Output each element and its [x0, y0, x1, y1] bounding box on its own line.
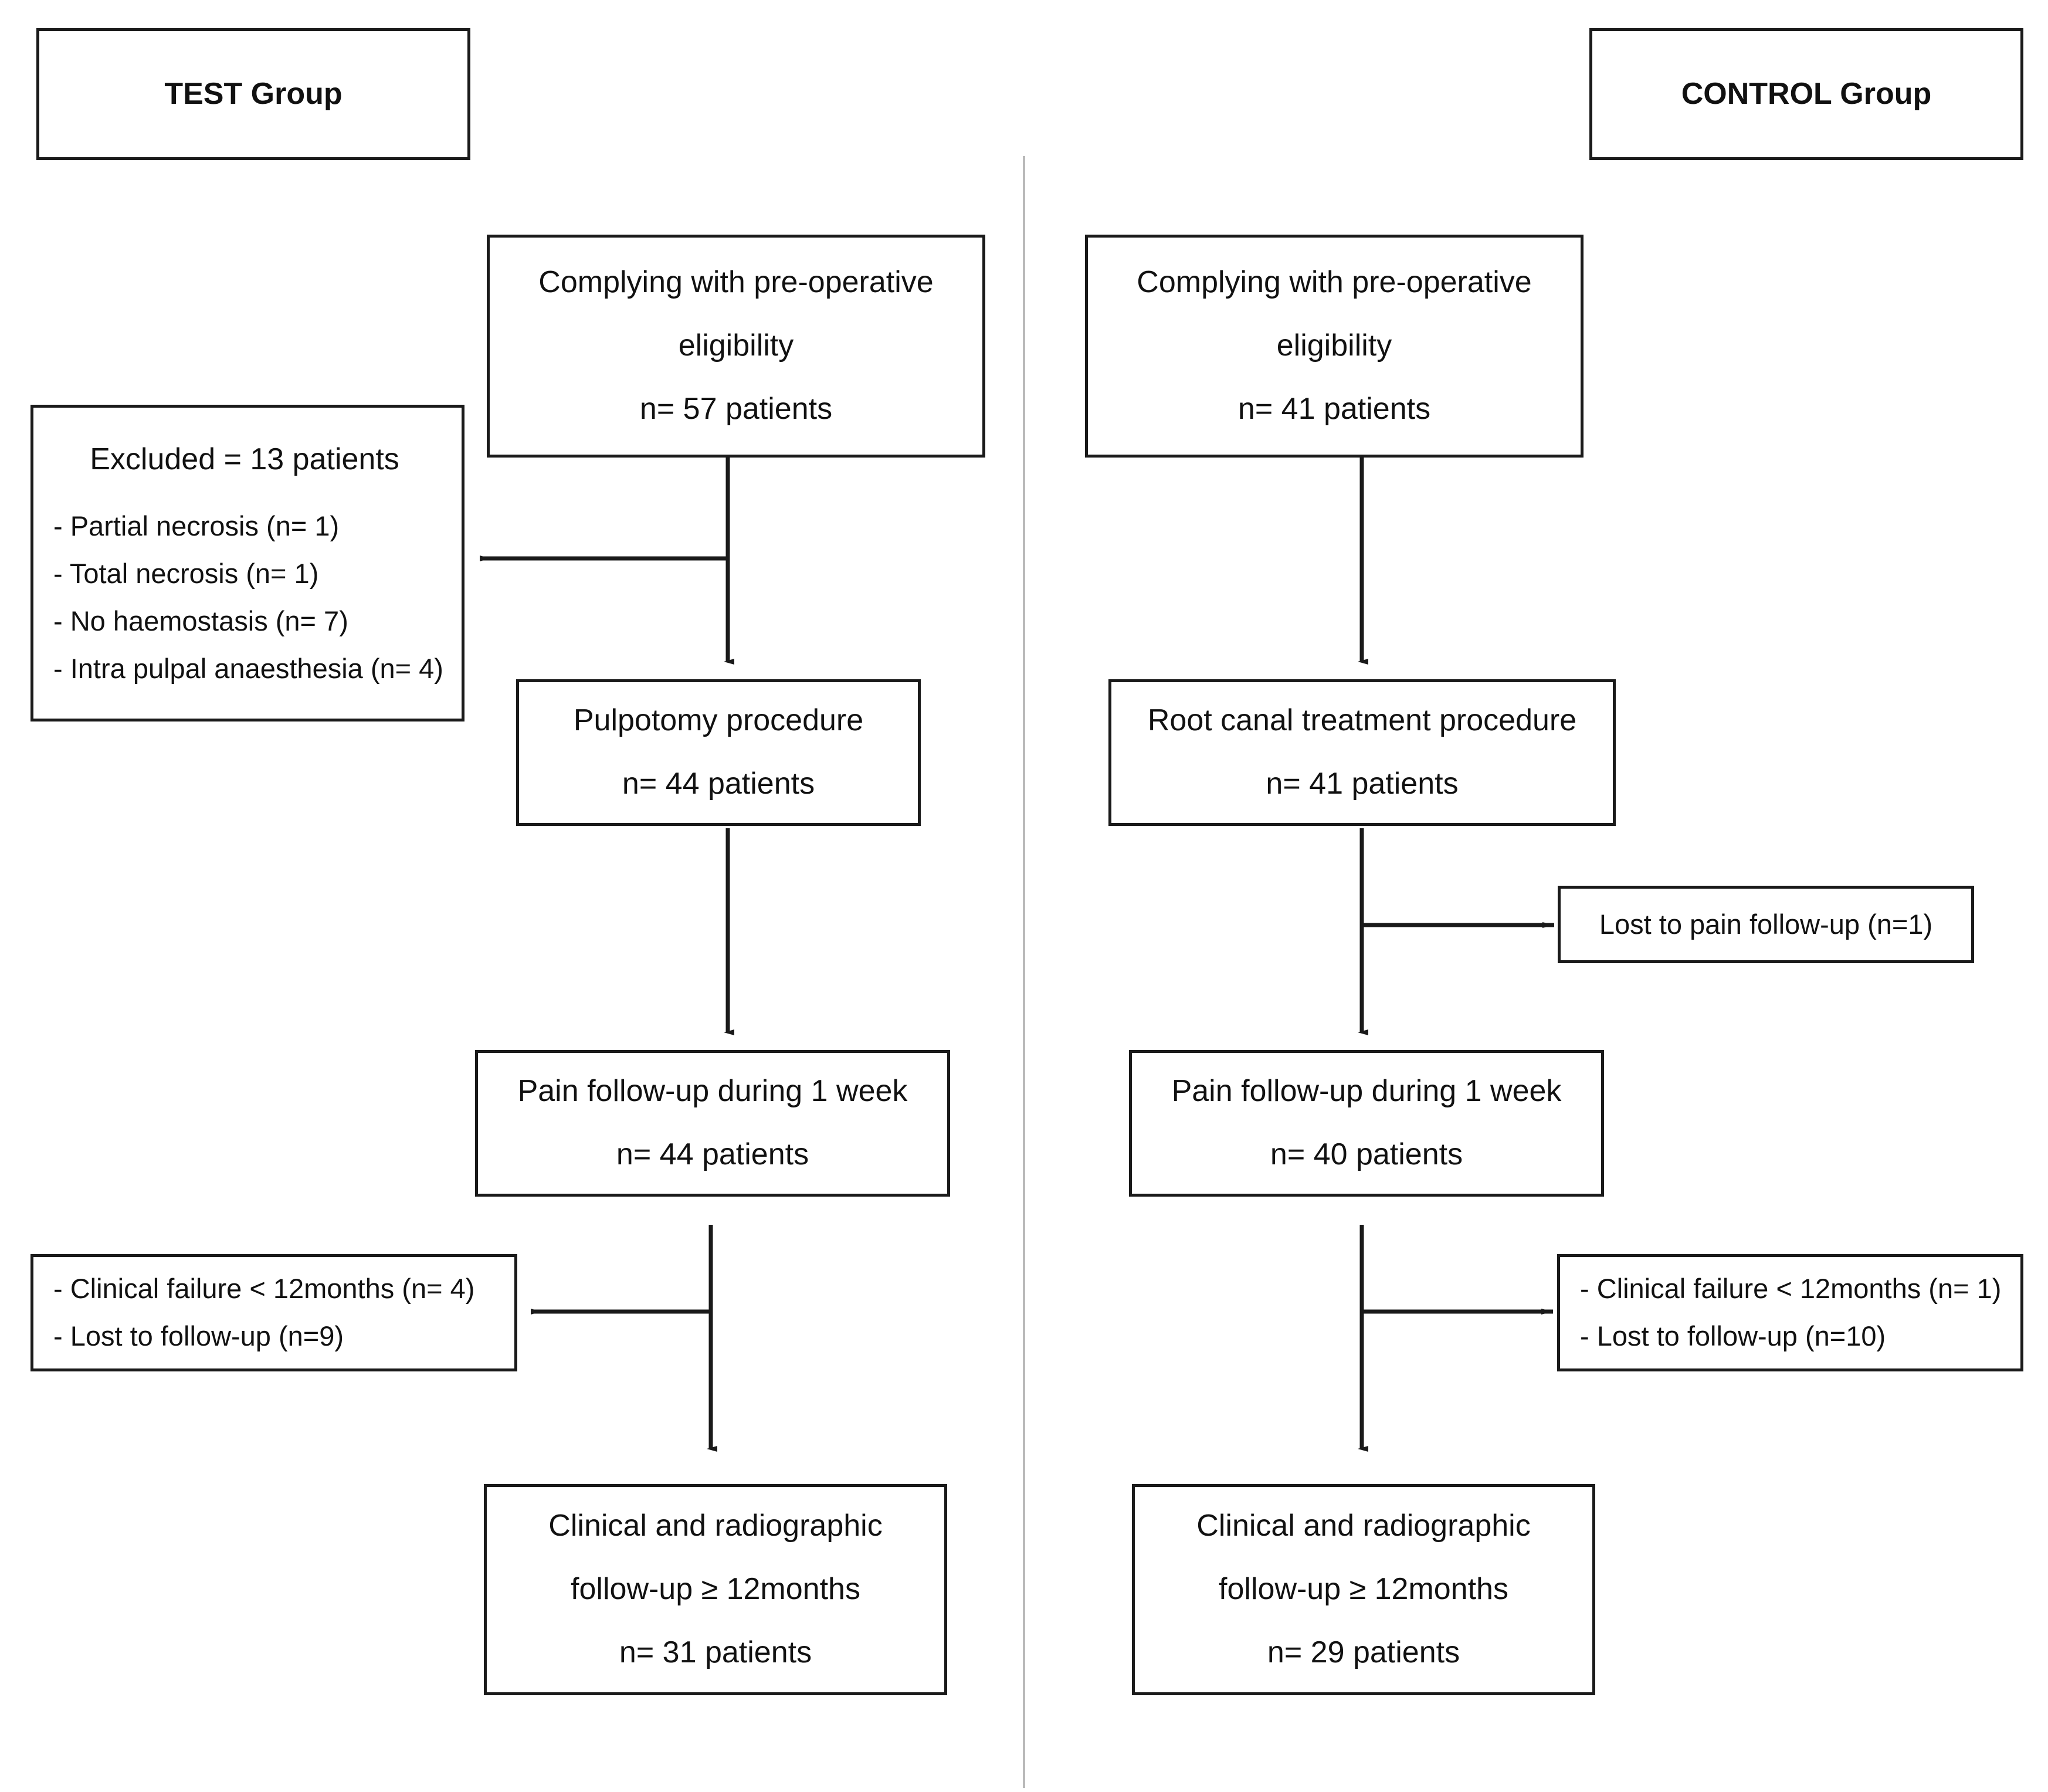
control-pain-followup-box: Pain follow-up during 1 week n= 40 patie…	[1129, 1050, 1604, 1197]
control-eligibility-line1: Complying with pre-operative	[1137, 265, 1532, 300]
test-final-line3: n= 31 patients	[619, 1635, 812, 1669]
control-group-header-label: CONTROL Group	[1681, 76, 1932, 111]
test-excluded-reason-2: - Total necrosis (n= 1)	[53, 558, 319, 590]
test-group-header-box: TEST Group	[36, 28, 470, 160]
control-attrition-line2: - Lost to follow-up (n=10)	[1580, 1320, 1886, 1351]
control-procedure-line1: Root canal treatment procedure	[1147, 703, 1577, 738]
control-pain-followup-line1: Pain follow-up during 1 week	[1171, 1074, 1562, 1109]
test-pain-followup-box: Pain follow-up during 1 week n= 44 patie…	[475, 1050, 950, 1197]
test-attrition-box: - Clinical failure < 12months (n= 4) - L…	[30, 1254, 517, 1371]
control-lost-pain-followup-line1: Lost to pain follow-up (n=1)	[1599, 908, 1933, 940]
group-divider	[1023, 156, 1025, 1788]
control-final-line3: n= 29 patients	[1267, 1635, 1460, 1669]
test-pain-followup-line2: n= 44 patients	[616, 1137, 809, 1171]
test-attrition-line1: - Clinical failure < 12months (n= 4)	[53, 1273, 475, 1305]
test-final-line2: follow-up ≥ 12months	[571, 1572, 860, 1607]
test-excluded-reason-4: - Intra pulpal anaesthesia (n= 4)	[53, 652, 443, 684]
test-excluded-reason-3: - No haemostasis (n= 7)	[53, 605, 348, 636]
control-attrition-box: - Clinical failure < 12months (n= 1) - L…	[1557, 1254, 2023, 1371]
test-eligibility-line1: Complying with pre-operative	[538, 265, 934, 300]
test-excluded-title: Excluded = 13 patients	[90, 442, 399, 476]
control-lost-pain-followup-box: Lost to pain follow-up (n=1)	[1558, 886, 1974, 963]
test-excluded-box: Excluded = 13 patients - Partial necrosi…	[30, 405, 464, 721]
control-procedure-box: Root canal treatment procedure n= 41 pat…	[1108, 679, 1616, 826]
control-procedure-line2: n= 41 patients	[1266, 767, 1459, 801]
test-excluded-reason-1: - Partial necrosis (n= 1)	[53, 510, 340, 542]
control-eligibility-box: Complying with pre-operative eligibility…	[1085, 235, 1584, 458]
control-eligibility-line3: n= 41 patients	[1237, 391, 1431, 426]
test-procedure-line2: n= 44 patients	[622, 767, 815, 801]
test-final-line1: Clinical and radiographic	[548, 1509, 883, 1543]
test-eligibility-line2: eligibility	[678, 328, 794, 363]
test-attrition-line2: - Lost to follow-up (n=9)	[53, 1320, 344, 1351]
test-eligibility-box: Complying with pre-operative eligibility…	[487, 235, 985, 458]
test-final-box: Clinical and radiographic follow-up ≥ 12…	[484, 1484, 947, 1695]
control-group-header-box: CONTROL Group	[1589, 28, 2023, 160]
control-final-box: Clinical and radiographic follow-up ≥ 12…	[1132, 1484, 1595, 1695]
test-procedure-box: Pulpotomy procedure n= 44 patients	[516, 679, 921, 826]
control-eligibility-line2: eligibility	[1276, 328, 1392, 363]
control-attrition-line1: - Clinical failure < 12months (n= 1)	[1580, 1273, 2002, 1305]
control-final-line1: Clinical and radiographic	[1196, 1509, 1531, 1543]
test-procedure-line1: Pulpotomy procedure	[573, 703, 864, 738]
test-eligibility-line3: n= 57 patients	[639, 391, 833, 426]
test-group-header-label: TEST Group	[164, 76, 343, 111]
control-final-line2: follow-up ≥ 12months	[1219, 1572, 1508, 1607]
control-pain-followup-line2: n= 40 patients	[1270, 1137, 1463, 1171]
test-pain-followup-line1: Pain follow-up during 1 week	[517, 1074, 908, 1109]
